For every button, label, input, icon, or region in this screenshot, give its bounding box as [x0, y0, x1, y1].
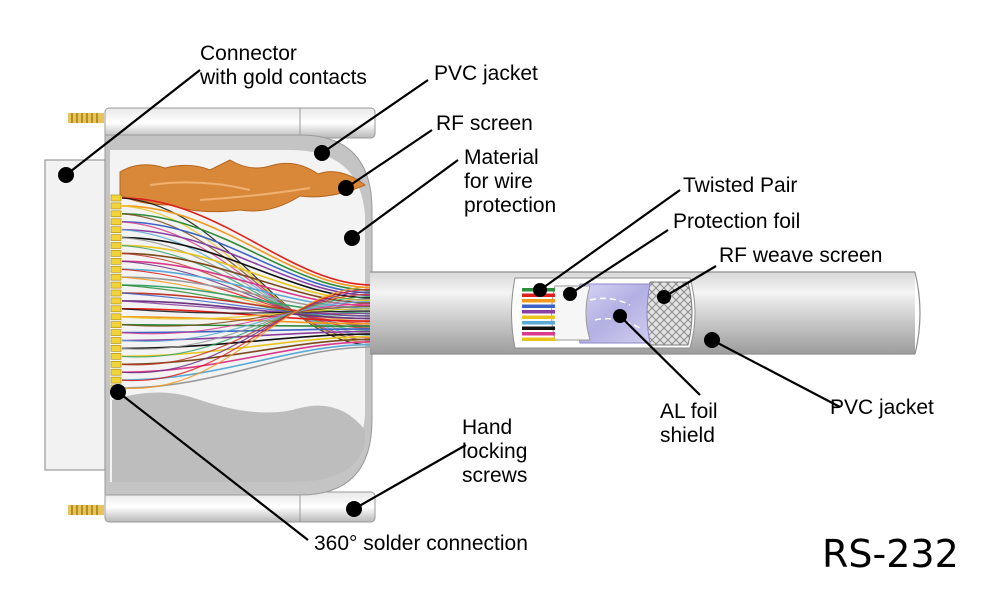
wire: [121, 228, 373, 297]
wire: [121, 335, 373, 358]
twisted-pair-wire: [522, 315, 555, 319]
rf-screen-foil: [119, 159, 366, 213]
twisted-pair-wire: [522, 310, 555, 314]
wire: [121, 197, 373, 286]
twisted-pair-wire: [522, 321, 555, 325]
rf-weave-screen: [646, 281, 693, 346]
gold-contact-pin: [110, 281, 122, 289]
wire: [121, 221, 373, 294]
gold-contact-pin: [110, 202, 122, 210]
gold-contact-pin: [110, 242, 122, 249]
wire: [121, 268, 373, 310]
wire: [121, 328, 373, 334]
twisted-pair-wire: [522, 304, 555, 308]
screw-thread-bottom: [68, 505, 104, 515]
wire: [121, 284, 373, 315]
gold-contact-pin: [110, 250, 122, 257]
twisted-pair-wire: [522, 299, 555, 303]
label-pvc-jacket-right: PVC jacket: [830, 396, 934, 419]
screw-barrel-top: [104, 107, 376, 139]
twisted-pair-wire: [522, 337, 555, 341]
wire: [121, 291, 373, 374]
connector-flange: [44, 159, 106, 471]
gold-contact-pin: [110, 210, 122, 218]
wire: [121, 205, 373, 289]
wire: [121, 308, 373, 320]
label-solder-connection: 360° solder connection: [314, 532, 528, 555]
wire: [121, 316, 373, 325]
wire: [121, 276, 373, 322]
gold-contact-pin: [110, 337, 122, 344]
hood-lower-fill: [112, 392, 365, 482]
wire: [121, 323, 373, 328]
gold-contact-pin: [110, 218, 122, 226]
wire: [121, 296, 373, 358]
gold-contact-pin: [110, 329, 122, 336]
wire: [121, 303, 373, 335]
gold-contact-pin: [110, 234, 122, 241]
gold-contact-pin: [110, 352, 122, 360]
label-twisted-pair: Twisted Pair: [683, 174, 798, 197]
twisted-pair-wire: [522, 332, 555, 336]
wire: [121, 308, 373, 314]
gold-contact-pin: [110, 360, 122, 368]
wire: [121, 305, 373, 327]
gold-contact-pin: [110, 376, 122, 384]
label-protection-foil: Protection foil: [673, 210, 801, 233]
gold-contacts: [110, 194, 122, 392]
protection-foil: [551, 285, 591, 341]
wire: [121, 286, 373, 389]
gold-contact-pin: [110, 289, 122, 297]
colored-wires: [121, 197, 373, 389]
wire: [121, 292, 373, 317]
gold-contact-pin: [110, 226, 122, 233]
gold-contact-pin: [110, 265, 122, 273]
wire: [121, 244, 373, 302]
wire: [121, 288, 373, 382]
gold-contact-pin: [110, 305, 122, 313]
label-rf-weave-screen: RF weave screen: [719, 244, 883, 267]
gold-contact-pin: [110, 297, 122, 305]
leader-lines: [65, 69, 841, 541]
wire: [121, 308, 373, 322]
label-connector: Connector with gold contacts: [200, 42, 367, 89]
gold-contact-pin: [110, 313, 122, 321]
wire: [121, 205, 373, 344]
wire: [121, 213, 373, 291]
gold-contact-pin: [110, 321, 122, 329]
wire: [121, 333, 373, 350]
gold-contact-pin: [110, 257, 122, 265]
wire: [121, 229, 373, 336]
wire: [121, 330, 373, 342]
wire: [121, 300, 373, 342]
label-al-foil-shield: AL foil shield: [660, 400, 718, 447]
gold-contact-pin: [110, 194, 122, 202]
label-rf-screen: RF screen: [436, 112, 533, 135]
gold-contact-pin: [110, 345, 122, 352]
wire: [121, 298, 373, 350]
screw-thread-top: [68, 113, 104, 123]
wire: [121, 300, 373, 315]
screw-barrel-bottom: [104, 491, 376, 523]
label-hand-locking-screws: Hand locking screws: [462, 416, 528, 487]
gold-contact-pin: [110, 368, 122, 376]
marker-dots: [58, 145, 720, 517]
label-material: Material for wire protection: [464, 146, 557, 217]
wire: [121, 293, 373, 366]
gold-contact-pin: [110, 273, 122, 281]
label-pvc-jacket-top: PVC jacket: [434, 62, 538, 85]
diagram-title: RS-232: [822, 532, 959, 576]
twisted-pair-wire: [522, 326, 555, 330]
